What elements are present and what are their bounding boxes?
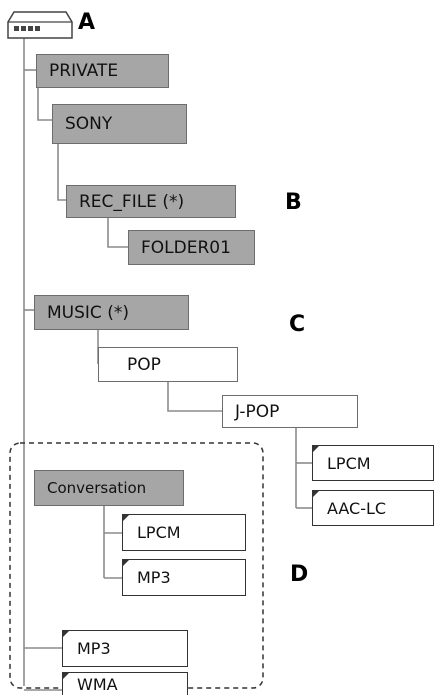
folder-folder01[interactable]: FOLDER01	[128, 230, 255, 265]
file-icon	[312, 445, 320, 453]
file-jpop-lpcm[interactable]: LPCM	[312, 445, 434, 481]
folder-icon	[128, 230, 142, 231]
file-jpop-aac-label: AAC-LC	[327, 498, 387, 518]
file-icon	[62, 630, 70, 638]
folder-rec-file-label: REC_FILE (*)	[79, 191, 185, 212]
folder-icon	[66, 185, 80, 186]
folder-jpop[interactable]: J-POP	[222, 395, 358, 428]
label-d: D	[290, 562, 309, 587]
folder-private-label: PRIVATE	[49, 61, 119, 81]
file-icon	[62, 672, 70, 680]
folder-conversation[interactable]: Conversation	[34, 470, 184, 506]
folder-music[interactable]: MUSIC (*)	[34, 295, 189, 330]
folder-sony[interactable]: SONY	[52, 104, 187, 144]
file-icon	[122, 559, 130, 567]
folder-pop[interactable]: POP	[98, 347, 238, 382]
file-conv-lpcm-label: LPCM	[137, 523, 181, 542]
file-jpop-aac[interactable]: AAC-LC	[312, 490, 434, 526]
folder-icon	[34, 470, 48, 471]
folder-icon	[222, 395, 236, 396]
folder-conversation-label: Conversation	[47, 479, 147, 497]
file-icon	[122, 514, 130, 522]
folder-rec-file[interactable]: REC_FILE (*)	[66, 185, 236, 218]
folder-icon	[34, 295, 48, 296]
folder-icon	[98, 347, 112, 348]
file-jpop-lpcm-label: LPCM	[327, 453, 371, 473]
folder-icon	[52, 104, 66, 105]
file-mp3[interactable]: MP3	[62, 630, 188, 667]
file-conv-lpcm[interactable]: LPCM	[122, 514, 246, 551]
folder-folder01-label: FOLDER01	[141, 237, 231, 258]
file-conv-mp3-label: MP3	[137, 568, 171, 587]
folder-private[interactable]: PRIVATE	[36, 54, 169, 88]
label-a: A	[78, 10, 96, 35]
file-wma[interactable]: WMA	[62, 672, 188, 695]
folder-music-label: MUSIC (*)	[47, 302, 129, 323]
folder-pop-label: POP	[127, 354, 161, 375]
file-icon	[312, 490, 320, 498]
folder-icon	[36, 54, 50, 55]
file-conv-mp3[interactable]: MP3	[122, 559, 246, 596]
file-mp3-label: MP3	[77, 639, 111, 658]
device-icon	[7, 11, 73, 39]
label-c: C	[289, 312, 306, 337]
label-b: B	[285, 190, 302, 215]
folder-sony-label: SONY	[65, 114, 113, 134]
file-wma-label: WMA	[77, 674, 118, 694]
folder-jpop-label: J-POP	[235, 401, 280, 422]
